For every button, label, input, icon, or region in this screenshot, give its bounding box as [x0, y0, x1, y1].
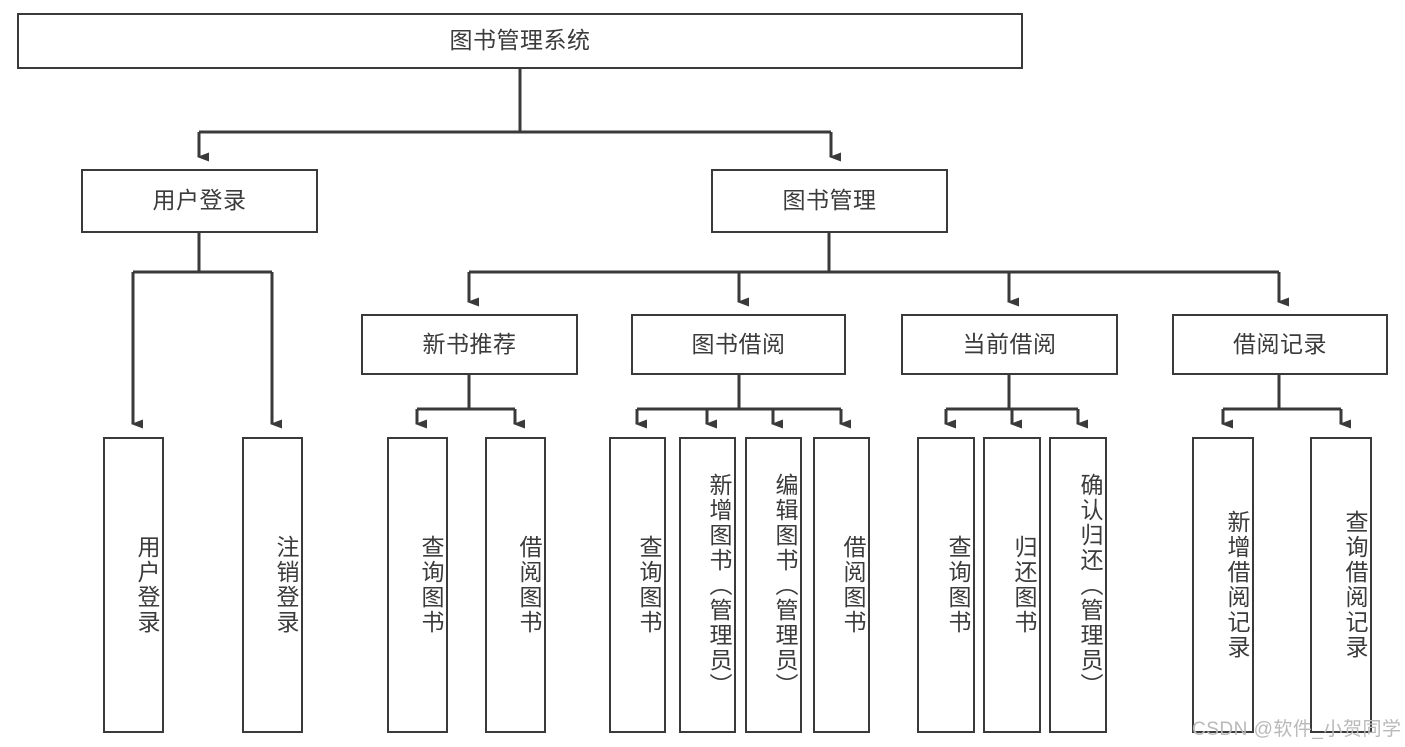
leaf-query-borrow-record[interactable]: 查询借阅记录 — [1310, 437, 1372, 733]
leaf-add-book-admin[interactable]: 新增图书（管理员） — [679, 437, 736, 733]
node-book-borrow-label: 图书借阅 — [691, 330, 786, 357]
leaf-return-book[interactable]: 归还图书 — [983, 437, 1041, 733]
node-new-book-recommend-label: 新书推荐 — [422, 330, 517, 357]
leaf-edit-book-admin[interactable]: 编辑图书（管理员） — [745, 437, 802, 733]
leaf-edit-book-admin-label: 编辑图书（管理员） — [772, 472, 798, 698]
leaf-logout-label: 注销登录 — [273, 535, 299, 635]
node-borrow-record[interactable]: 借阅记录 — [1172, 314, 1388, 375]
leaf-query-borrow-record-label: 查询借阅记录 — [1342, 510, 1368, 660]
csdn-watermark: CSDN @软件_小贺同学 — [1192, 719, 1402, 740]
leaf-confirm-return-admin-label: 确认归还（管理员） — [1077, 472, 1103, 698]
leaf-return-book-label: 归还图书 — [1011, 535, 1037, 635]
leaf-query-book-recommend-label: 查询图书 — [418, 535, 444, 635]
leaf-borrow-book-recommend-label: 借阅图书 — [516, 535, 542, 635]
node-user-login-label: 用户登录 — [152, 187, 247, 214]
leaf-confirm-return-admin[interactable]: 确认归还（管理员） — [1049, 437, 1107, 733]
node-current-borrow-label: 当前借阅 — [962, 330, 1057, 357]
leaf-add-borrow-record-label: 新增借阅记录 — [1224, 510, 1250, 660]
node-new-book-recommend[interactable]: 新书推荐 — [361, 314, 578, 375]
leaf-query-book-current[interactable]: 查询图书 — [917, 437, 975, 733]
node-book-borrow[interactable]: 图书借阅 — [631, 314, 846, 375]
leaf-query-book[interactable]: 查询图书 — [609, 437, 666, 733]
node-user-login[interactable]: 用户登录 — [81, 169, 318, 233]
leaf-query-book-label: 查询图书 — [636, 535, 662, 635]
node-borrow-record-label: 借阅记录 — [1233, 330, 1327, 357]
leaf-add-borrow-record[interactable]: 新增借阅记录 — [1192, 437, 1254, 733]
node-book-management[interactable]: 图书管理 — [711, 169, 948, 233]
leaf-query-book-recommend[interactable]: 查询图书 — [387, 437, 448, 733]
leaf-borrow-book[interactable]: 借阅图书 — [813, 437, 870, 733]
leaf-user-login[interactable]: 用户登录 — [103, 437, 164, 733]
leaf-add-book-admin-label: 新增图书（管理员） — [706, 472, 732, 698]
leaf-user-login-label: 用户登录 — [134, 535, 160, 635]
leaf-borrow-book-label: 借阅图书 — [840, 535, 866, 635]
leaf-query-book-current-label: 查询图书 — [945, 535, 971, 635]
node-current-borrow[interactable]: 当前借阅 — [901, 314, 1118, 375]
node-book-management-label: 图书管理 — [782, 187, 877, 214]
node-root-label: 图书管理系统 — [449, 27, 591, 54]
node-root[interactable]: 图书管理系统 — [17, 13, 1023, 69]
leaf-logout[interactable]: 注销登录 — [242, 437, 303, 733]
leaf-borrow-book-recommend[interactable]: 借阅图书 — [485, 437, 546, 733]
